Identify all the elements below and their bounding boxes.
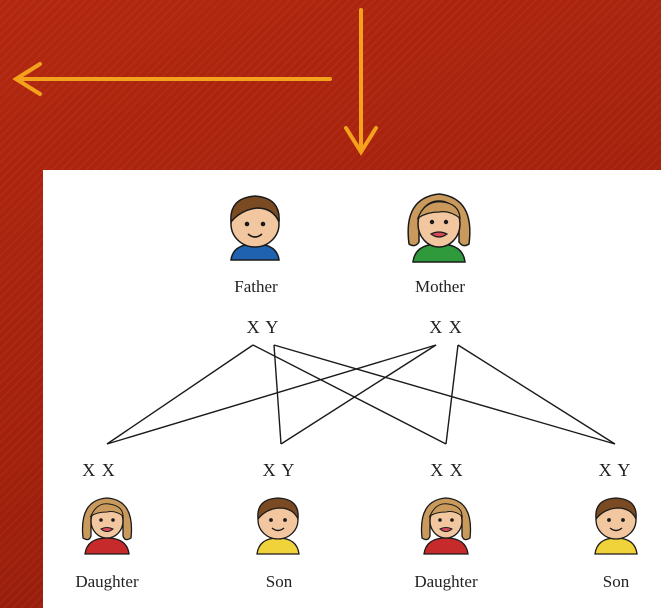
line-mother-x1-son1 <box>280 344 437 445</box>
line-mother-x2-daughter2 <box>445 344 459 445</box>
inheritance-lines <box>106 344 616 445</box>
father-label: Father <box>234 277 278 296</box>
father-genotype: X Y <box>246 317 280 337</box>
son1-label: Son <box>265 572 293 591</box>
son2-label: Son <box>602 572 630 591</box>
son1-genotype: X Y <box>262 460 296 480</box>
daughter2-label: Daughter <box>414 572 478 591</box>
line-father-y-son2 <box>273 344 616 445</box>
son1-avatar <box>256 497 300 555</box>
daughter2-avatar <box>420 497 472 555</box>
line-mother-x1-daughter1 <box>106 344 437 445</box>
son2-avatar <box>594 497 638 555</box>
daughter1-genotype: X X <box>82 460 116 480</box>
daughter2-genotype: X X <box>430 460 464 480</box>
line-father-x-daughter1 <box>106 344 254 445</box>
daughter1-avatar <box>81 497 133 555</box>
down-arrow <box>344 8 378 156</box>
left-arrow <box>12 62 332 96</box>
mother-avatar <box>407 193 471 263</box>
line-father-y-son1 <box>273 344 282 445</box>
daughter1-label: Daughter <box>75 572 139 591</box>
mother-label: Mother <box>414 277 466 296</box>
mother-genotype: X X <box>429 317 463 337</box>
son2-genotype: X Y <box>598 460 632 480</box>
line-mother-x2-son2 <box>457 344 616 445</box>
line-father-x-daughter2 <box>252 344 447 445</box>
inheritance-diagram: Father Mother X Y X X X X X Y X X X Y <box>43 170 661 608</box>
father-avatar <box>230 195 280 261</box>
